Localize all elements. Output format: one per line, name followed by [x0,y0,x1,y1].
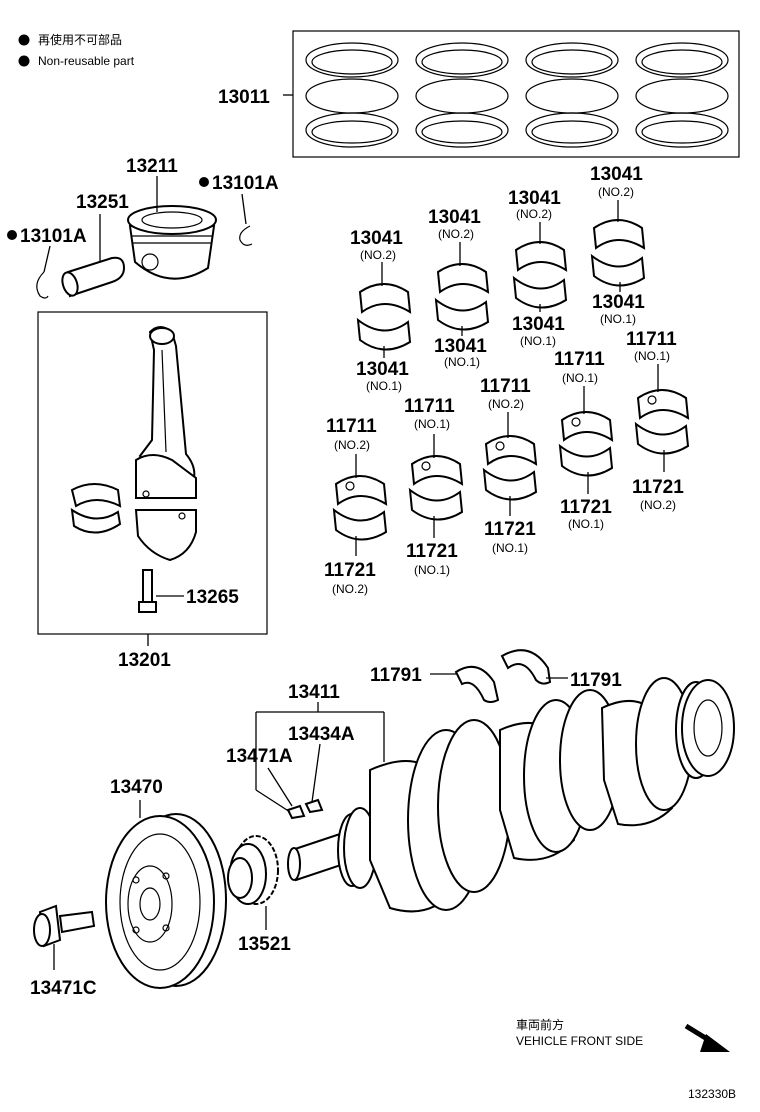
main-bearing-2[interactable] [408,455,464,521]
label-11711-e[interactable]: 11711 [626,329,677,350]
label-13471C[interactable]: 13471C [30,978,97,999]
label-13201[interactable]: 13201 [118,650,171,671]
crank-keys[interactable] [286,798,324,820]
rod-bearing-3[interactable] [512,241,568,309]
main-bearing-3[interactable] [482,435,538,501]
main-bearing-4[interactable] [558,411,614,477]
leader-13411-to-key [255,789,291,813]
sub-13041-a-top: (NO.2) [360,248,396,262]
thrust-washer-left[interactable] [454,665,500,703]
label-13211[interactable]: 13211 [126,156,178,177]
legend: 再使用不可部品 Non-reusable part [18,32,135,68]
label-11791-left[interactable]: 11791 [370,665,422,686]
label-13251[interactable]: 13251 [76,192,129,213]
non-reusable-bullet-icon [199,177,209,187]
label-11711-a[interactable]: 11711 [326,416,377,437]
label-11711-c[interactable]: 11711 [480,376,531,397]
label-13011[interactable]: 13011 [218,87,270,108]
non-reusable-bullet-icon [18,55,30,67]
leader-13101A-right [241,193,247,225]
sub-11711-b: (NO.1) [414,417,450,431]
sub-13041-b-top: (NO.2) [438,227,474,241]
non-reusable-bullet-icon [18,34,30,46]
label-11721-a[interactable]: 11721 [324,560,376,581]
rod-bearing-1[interactable] [356,283,412,351]
label-13041-d-top[interactable]: 13041 [590,164,643,185]
leader-13101A-left [43,245,51,273]
label-13041-c-top[interactable]: 13041 [508,188,561,209]
snap-ring-left[interactable] [36,271,49,299]
piston-pin[interactable] [60,256,126,298]
connecting-rod-assembly[interactable] [37,311,268,635]
rod-bearing-2[interactable] [434,263,490,331]
legend-en: Non-reusable part [38,54,135,68]
sub-13041-b-bot: (NO.1) [444,355,480,369]
piston[interactable] [127,205,217,280]
sub-11711-e: (NO.1) [634,349,670,363]
crankshaft[interactable] [287,677,735,913]
sub-11721-a: (NO.2) [332,582,368,596]
label-11721-c[interactable]: 11721 [484,519,536,540]
label-11721-d[interactable]: 11721 [560,497,612,518]
label-13470[interactable]: 13470 [110,777,163,798]
label-13041-b-top[interactable]: 13041 [428,207,481,228]
label-11711-d[interactable]: 11711 [554,349,605,370]
label-11721-e[interactable]: 11721 [632,477,684,498]
label-13041-c-bot[interactable]: 13041 [512,314,565,335]
rod-bearing-4[interactable] [590,219,646,287]
sub-11711-d: (NO.1) [562,371,598,385]
sub-13041-c-top: (NO.2) [516,207,552,221]
label-13521[interactable]: 13521 [238,934,291,955]
label-13041-a-bot[interactable]: 13041 [356,359,409,380]
label-11721-b[interactable]: 11721 [406,541,458,562]
sub-13041-d-top: (NO.2) [598,185,634,199]
label-13101A-left[interactable]: 13101A [20,226,87,247]
sub-11711-c: (NO.2) [488,397,524,411]
label-13041-d-bot[interactable]: 13041 [592,292,645,313]
piston-ring-set[interactable] [283,30,740,158]
label-13434A[interactable]: 13434A [288,724,355,745]
front-side-label-en: VEHICLE FRONT SIDE [516,1034,643,1048]
sub-13041-d-bot: (NO.1) [600,312,636,326]
label-13471A[interactable]: 13471A [226,746,293,767]
legend-jp: 再使用不可部品 [38,32,122,47]
label-13041-b-bot[interactable]: 13041 [434,336,487,357]
leader-13471A [267,767,293,807]
pulley-bolt[interactable] [33,904,96,948]
sub-11721-e: (NO.2) [640,498,676,512]
label-13041-a-top[interactable]: 13041 [350,228,403,249]
sub-11721-c: (NO.1) [492,541,528,555]
diagram-id: 132330B [688,1087,736,1101]
sub-11721-b: (NO.1) [414,563,450,577]
leader-13434A [311,743,321,803]
sub-11711-a: (NO.2) [334,438,370,452]
snap-ring-right[interactable] [239,225,253,246]
thrust-washer-right[interactable] [500,649,552,685]
label-13411[interactable]: 13411 [288,682,340,703]
crank-sprocket[interactable] [227,835,279,905]
front-side-label-jp: 車両前方 [516,1017,564,1032]
label-11791-right[interactable]: 11791 [570,670,622,691]
main-bearing-5[interactable] [634,389,690,455]
sub-13041-c-bot: (NO.1) [520,334,556,348]
label-13265[interactable]: 13265 [186,587,239,608]
arrow-down-right-icon [684,1023,730,1052]
label-11711-b[interactable]: 11711 [404,396,455,417]
label-13101A-right[interactable]: 13101A [212,173,279,194]
sub-13041-a-bot: (NO.1) [366,379,402,393]
crankshaft-pulley[interactable] [105,813,227,989]
sub-11721-d: (NO.1) [568,517,604,531]
main-bearing-1[interactable] [332,475,388,541]
non-reusable-bullet-icon [7,230,17,240]
